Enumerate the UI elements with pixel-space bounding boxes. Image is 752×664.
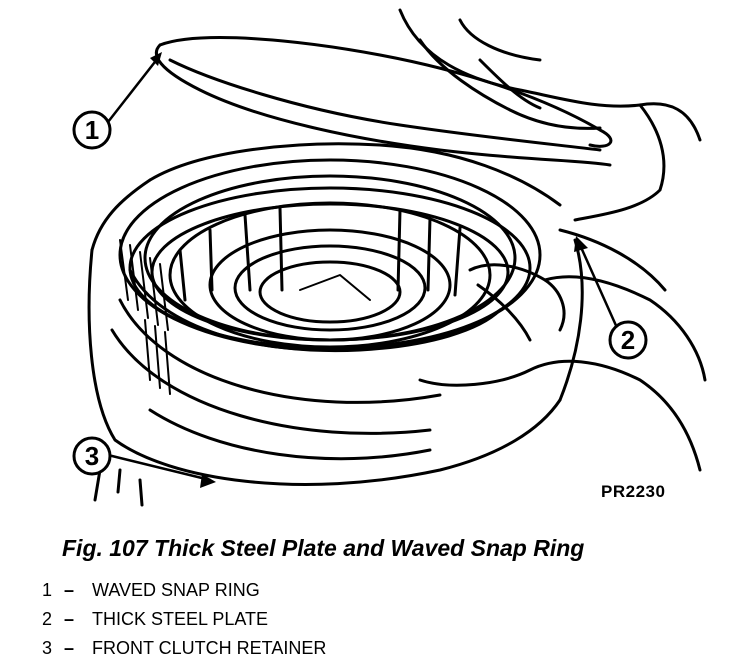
legend-label: WAVED SNAP RING [92,580,260,600]
legend-number: 3 [42,638,53,658]
thick-steel-plate-drawing [128,186,532,353]
callout-label-3: 3 [85,441,99,471]
parts-legend: 1 – WAVED SNAP RING 2 – THICK STEEL PLAT… [42,576,326,663]
legend-item: 2 – THICK STEEL PLATE [42,605,326,634]
callout-label-1: 1 [85,115,99,145]
figure-reference-code: PR2230 [601,482,666,501]
legend-number: 2 [42,609,53,629]
arrowhead-1 [150,52,162,66]
callout-circle-1 [72,110,112,150]
technical-illustration: 1 2 3 [72,8,707,507]
legend-dash: – [64,609,75,629]
legend-number: 1 [42,580,53,600]
legend-item: 3 – FRONT CLUTCH RETAINER [42,634,326,663]
legend-item: 1 – WAVED SNAP RING [42,576,326,605]
hands-drawing [398,8,707,472]
legend-dash: – [64,580,75,600]
figure-caption: Fig. 107 Thick Steel Plate and Waved Sna… [62,535,585,561]
legend-dash: – [64,638,75,658]
arrowhead-3 [200,474,216,488]
callout-label-2: 2 [621,325,635,355]
callout-circle-2 [608,320,648,360]
arrowhead-2 [574,236,588,252]
callout-circle-3 [72,436,112,476]
legend-label: FRONT CLUTCH RETAINER [92,638,327,658]
legend-label: THICK STEEL PLATE [92,609,269,629]
leader-lines [106,56,620,482]
